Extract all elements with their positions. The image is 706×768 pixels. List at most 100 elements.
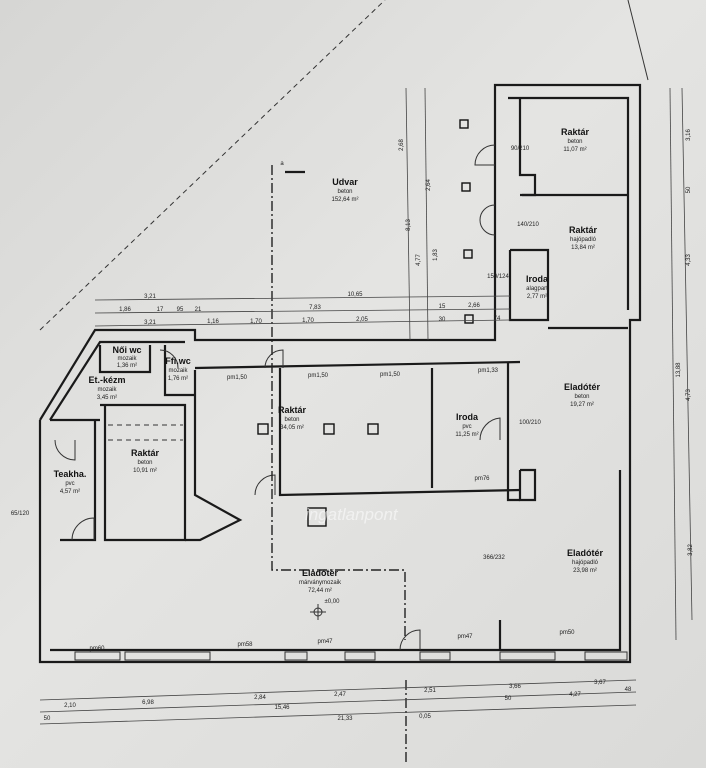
room-material: mozaik [168,368,188,374]
dim-label: 3,82 [688,544,694,556]
room-material: beton [567,139,582,145]
dim-label: 13,88 [676,362,682,378]
opening-label: pm76 [474,476,490,482]
dim-label: 2,47 [334,692,346,698]
room-area: 10,91 m² [133,468,157,474]
dim-label: 17 [157,307,164,313]
opening-label: pm50 [559,630,575,636]
room-area: 72,44 m² [308,588,332,594]
dim-label: 4,33 [686,254,692,266]
room-area: 13,84 m² [571,245,595,251]
opening-labels: 90/210 140/210 150/124 100/210 366/232 6… [11,146,575,652]
room-material: pvc [462,424,471,430]
dim-label: 3,16 [686,129,692,141]
dim-label: 50 [505,696,512,702]
room-name: Iroda [526,274,549,284]
room-name: Eladótér [564,382,601,392]
room-name: Iroda [456,412,479,422]
dim-label: 48 [625,687,632,693]
room-raktar-1: Raktár beton 11,07 m² [561,127,590,153]
dim-label: 3,66 [509,684,521,690]
room-et-kezm: Et.-kézm mozaik 3,45 m² [88,375,125,401]
dim-label: 95 [177,307,184,313]
room-eladoter-2: Eladótér hajópadló 23,98 m² [567,548,604,574]
room-material: beton [337,189,352,195]
room-name: Raktár [569,225,598,235]
room-material: beton [284,417,299,423]
room-area: 11,07 m² [563,147,586,153]
room-raktar-4: Raktár beton 34,05 m² [278,405,307,431]
dim-label: 50 [686,186,692,193]
watermark: ingatlanpont [305,505,399,524]
dim-label: 1,70 [302,318,314,324]
dim-label: 7,83 [309,305,321,311]
windows [74,651,628,661]
opening-label: 140/210 [517,222,539,228]
opening-label: 366/232 [483,555,505,561]
room-area: 34,05 m² [280,425,304,431]
opening-label: pm1,50 [380,372,401,378]
room-raktar-2: Raktár hajópadló 13,84 m² [569,225,598,251]
room-name: Teakha. [54,469,87,479]
room-name: Eladótér [302,568,339,578]
opening-label: 65/120 [11,511,30,517]
room-eladoter-1: Eladótér beton 19,27 m² [564,382,601,408]
opening-label: pm1,50 [227,375,248,381]
opening-label: pm60 [89,646,105,652]
room-material: hajópadló [570,237,597,243]
dim-label: 4,27 [569,692,581,698]
doors [54,144,501,651]
room-name: Ffi.wc [165,356,191,366]
room-area: 1,36 m² [117,363,137,369]
room-material: beton [137,460,152,466]
room-area: 152,64 m² [331,197,358,203]
room-name: Et.-kézm [88,375,125,385]
room-area: 19,27 m² [570,402,594,408]
opening-label: pm47 [457,634,473,640]
dim-label: 50 [44,716,51,722]
dim-label: 1,83 [433,249,439,261]
plot-edge-line [627,0,649,81]
room-area: 3,45 m² [97,395,117,401]
room-name: Raktár [278,405,307,415]
room-area: 2,77 m² [527,294,547,300]
level-marker-icon [310,604,326,620]
room-name: Eladótér [567,548,604,558]
dim-label: 30 [439,317,446,323]
dim-label: 6,98 [142,700,154,706]
dim-label: 1,86 [119,307,131,313]
dim-label: 74 [494,316,501,322]
dim-label: 21,33 [337,716,353,722]
room-material: márványmozaik [299,580,342,586]
section-line [271,165,406,640]
room-material: alagpart [526,286,548,292]
room-name: Udvar [332,177,358,187]
room-ffi-wc: Ffi.wc mozaik 1,76 m² [165,356,191,382]
opening-label: pm1,50 [308,373,329,379]
opening-label: pm58 [237,642,253,648]
opening-label: 100/210 [519,420,541,426]
dim-label: 2,84 [254,695,266,701]
room-eladoter-main: Eladótér márványmozaik 72,44 m² ±0,00 [299,568,342,605]
room-name: Raktár [561,127,590,137]
dim-label: 15 [439,304,446,310]
dim-label: 3,21 [144,320,156,326]
room-area: 4,57 m² [60,489,80,495]
section-mark: a [280,161,284,167]
columns [257,119,474,527]
room-raktar-3: Raktár beton 10,91 m² [131,448,160,474]
room-material: mozaik [117,356,137,362]
dim-label: 1,70 [250,319,262,325]
dimension-labels: 3,21 1,86 17 95 21 3,21 10,65 7,83 1,16 … [44,129,694,722]
dim-label: 4,73 [686,389,692,401]
dim-label: 15,46 [274,705,290,711]
dim-label: 1,16 [207,319,219,325]
room-area: 11,25 m² [455,432,478,438]
dim-label: 0,05 [419,714,431,720]
room-material: mozaik [97,387,117,393]
level-mark: ±0,00 [325,599,341,605]
room-noi-wc: Női wc mozaik 1,36 m² [112,345,141,369]
dim-label: 8,13 [406,219,412,231]
dim-label: 10,65 [347,292,363,298]
